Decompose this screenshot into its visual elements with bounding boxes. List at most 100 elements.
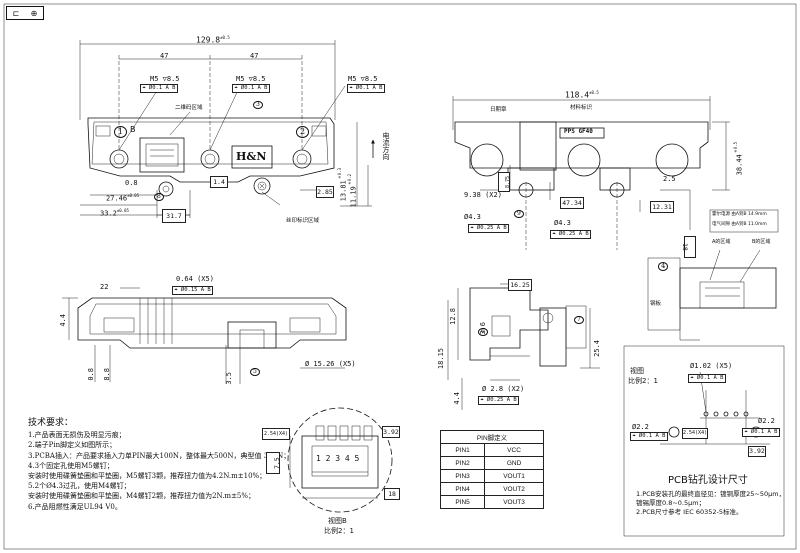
projection-symbol-icon: ⊏⊕ <box>6 6 44 20</box>
dim-side-height: 38.44±0.5 <box>733 142 744 176</box>
dim-1-4-box: 1.4 <box>210 176 228 188</box>
dim-2-85-box: 2.85 <box>316 186 334 198</box>
circle-marker-7: 7 <box>574 316 584 324</box>
qr-zone-label: 二维码区域 <box>175 105 203 111</box>
dim-overall-width: 129.8±0.5 <box>196 35 230 45</box>
pcb-2-54-box: 2.54(X4) <box>682 428 708 439</box>
m5-callout-a: M5 ▽8.5 <box>150 75 180 83</box>
position-tolerance-frame: ⌖ Ø0.25 A B <box>468 224 510 233</box>
tech-req-line: 5.2个Ø4.3过孔，使用M4螺钉； <box>28 482 131 491</box>
pcb-view-title: 视图 <box>630 367 644 375</box>
view-b-scale: 比例2：1 <box>324 527 354 535</box>
a-area-label: A的区域 <box>712 239 731 245</box>
dim-4-4b: 4.4 <box>453 392 461 405</box>
detail-ab-area <box>647 249 777 341</box>
b-area-label: B的区域 <box>752 239 771 245</box>
circle-marker-1: 1 <box>114 126 128 138</box>
hole-4-3-b: Ø4.3 <box>554 219 571 227</box>
note-line-1: 霍尔电源 由A到B 14.9mm <box>712 212 767 217</box>
position-tolerance-frame: ⌖ Ø0.1 A B <box>140 84 178 93</box>
m5-callout-c: M5 ▽8.5 <box>348 75 378 83</box>
dim-11-19: 11.19±0.2 <box>347 174 358 208</box>
tech-req-line: 4.3个固定孔使用M5螺钉； <box>28 461 114 470</box>
datum-b-label: B <box>130 125 136 134</box>
tech-requirements: 技术要求： 1.产品表面无损伤及明显污痕； 2.端子Pin脚定义如图所示； 3.… <box>28 418 290 512</box>
dim-8-8: 8.8 <box>103 368 111 381</box>
hole-4-3-a: Ø4.3 <box>464 213 481 221</box>
pcb-3-92-box: 3.92 <box>748 446 766 457</box>
dim-0-8b: 0.8 <box>87 368 95 381</box>
dim-31-7-box: 31.7 <box>162 209 186 223</box>
dim-13-81: 13.81±0.3 <box>337 168 348 202</box>
pcb-hole-2-2-a: Ø2.2 <box>632 423 649 431</box>
pin-numbers: 1 2 3 4 5 <box>316 454 360 463</box>
pcb-hole-1-02: Ø1.02 (X5) <box>690 362 733 370</box>
pps-sticker: PPS GF40 <box>564 128 593 135</box>
position-tolerance-frame: ⌖ Ø0.1 A B <box>688 374 726 383</box>
dim-2-5: 2.5 <box>663 175 676 183</box>
pcb-note-title: PCB钻孔设计尺寸 <box>668 475 748 486</box>
front-view <box>62 287 347 384</box>
dim-2-54-box: 2.54(X4) <box>262 428 290 440</box>
dim-15-26: Ø 15.26 (X5) <box>305 360 356 368</box>
circle-marker-2: 2 <box>296 126 310 138</box>
label-zone-text: 丝印标识区域 <box>286 218 320 224</box>
pcb-view-scale: 比例2：1 <box>628 377 658 385</box>
position-tolerance-frame: ⌖ Ø0.1 A B <box>232 84 270 93</box>
dim-12-31-box: 12.31 <box>650 201 674 213</box>
position-tolerance-frame: ⌖ Ø0.1 A B <box>347 84 385 93</box>
dim-27-46: 27.46±0.05 <box>106 193 140 203</box>
dim-33-2: 33.2±0.05 <box>100 208 129 218</box>
dim-3-92-box: 3.92 <box>382 426 400 438</box>
dim-18-box: 18 <box>681 236 696 258</box>
position-tolerance-frame: ⌖ Ø0.25 A B <box>550 230 592 239</box>
dim-8-75-box: 8.75 <box>498 172 511 192</box>
dim-22: 22 <box>100 283 109 291</box>
tech-req-line: 安装时使用碟簧垫圈和平垫圈，M4螺钉2颗，推荐扭力值为2N.m±5%； <box>28 492 256 501</box>
pin-table-title: PIN脚定义 <box>440 430 544 444</box>
dim-pitch-b: 47 <box>250 52 259 60</box>
position-tolerance-frame: ⌖ Ø0.15 A B <box>172 286 214 295</box>
brand-logo: H&N <box>236 150 267 163</box>
tech-req-line: 1.产品表面无损伤及明显污痕； <box>28 431 126 440</box>
position-tolerance-frame: ⌖ Ø0.1 A B <box>742 428 780 437</box>
circle-marker-5: 5 <box>250 368 260 376</box>
drawing-border <box>3 3 797 550</box>
circle-marker-9: 9 <box>514 210 524 218</box>
dim-9-38: 9.38 (X2) <box>464 191 502 199</box>
material-mark-label: 材料标识 <box>570 105 593 111</box>
tech-req-line: 3.PCBA插入：产品要求插入力单PIN最大100N，整体最大500N，典型值 … <box>28 451 291 460</box>
dim-18-box-b: 18 <box>384 488 400 500</box>
position-tolerance-frame: ⌖ Ø0.1 A B <box>630 432 668 441</box>
tech-req-line: 安装时使用碟簧垫圈和平垫圈，M5螺钉3颗，推荐扭力值为4.2N.m±10%； <box>28 472 267 481</box>
circle-marker-8: 8 <box>154 193 164 201</box>
top-view <box>79 40 375 218</box>
dim-25-4: 25.4 <box>593 340 601 357</box>
view-b-detail <box>287 407 393 513</box>
note-line-2: 电气间隙 由A到B 11.0mm <box>712 222 767 227</box>
dim-7-5-box: 7.5 <box>266 452 281 474</box>
circle-marker-6: 6 <box>478 328 488 336</box>
steel-plate-label: 钢板 <box>650 301 662 307</box>
tech-req-line: 6.产品阻燃性满足UL94 V0。 <box>28 502 122 511</box>
pcb-note-lines: 1.PCB安装孔的最终直径见：镀铜厚度25~50μm， 镀锡厚度0.8~0.5μ… <box>636 490 786 516</box>
dim-side-width: 118.4±0.5 <box>565 90 599 100</box>
dim-16-25-box: 16.25 <box>508 279 532 291</box>
dim-3-5: 3.5 <box>225 372 233 385</box>
dim-12-8: 12.8 <box>449 308 457 325</box>
tech-req-title: 技术要求： <box>28 418 74 428</box>
position-tolerance-frame: ⌖ Ø0.25 A B <box>478 396 520 405</box>
dim-0-8: 0.8 <box>125 179 138 187</box>
dim-18-15: 18.15 <box>437 348 445 370</box>
circle-marker-3: 3 <box>253 101 263 109</box>
circle-marker-4: 4 <box>658 262 669 271</box>
dim-pitch-a: 47 <box>160 52 169 60</box>
dim-47-34-box: 47.34 <box>560 197 584 209</box>
m5-callout-b: M5 ▽8.5 <box>236 75 266 83</box>
date-code-label: 日期章 <box>490 107 507 113</box>
current-direction-text: 电流方向 <box>382 132 390 160</box>
